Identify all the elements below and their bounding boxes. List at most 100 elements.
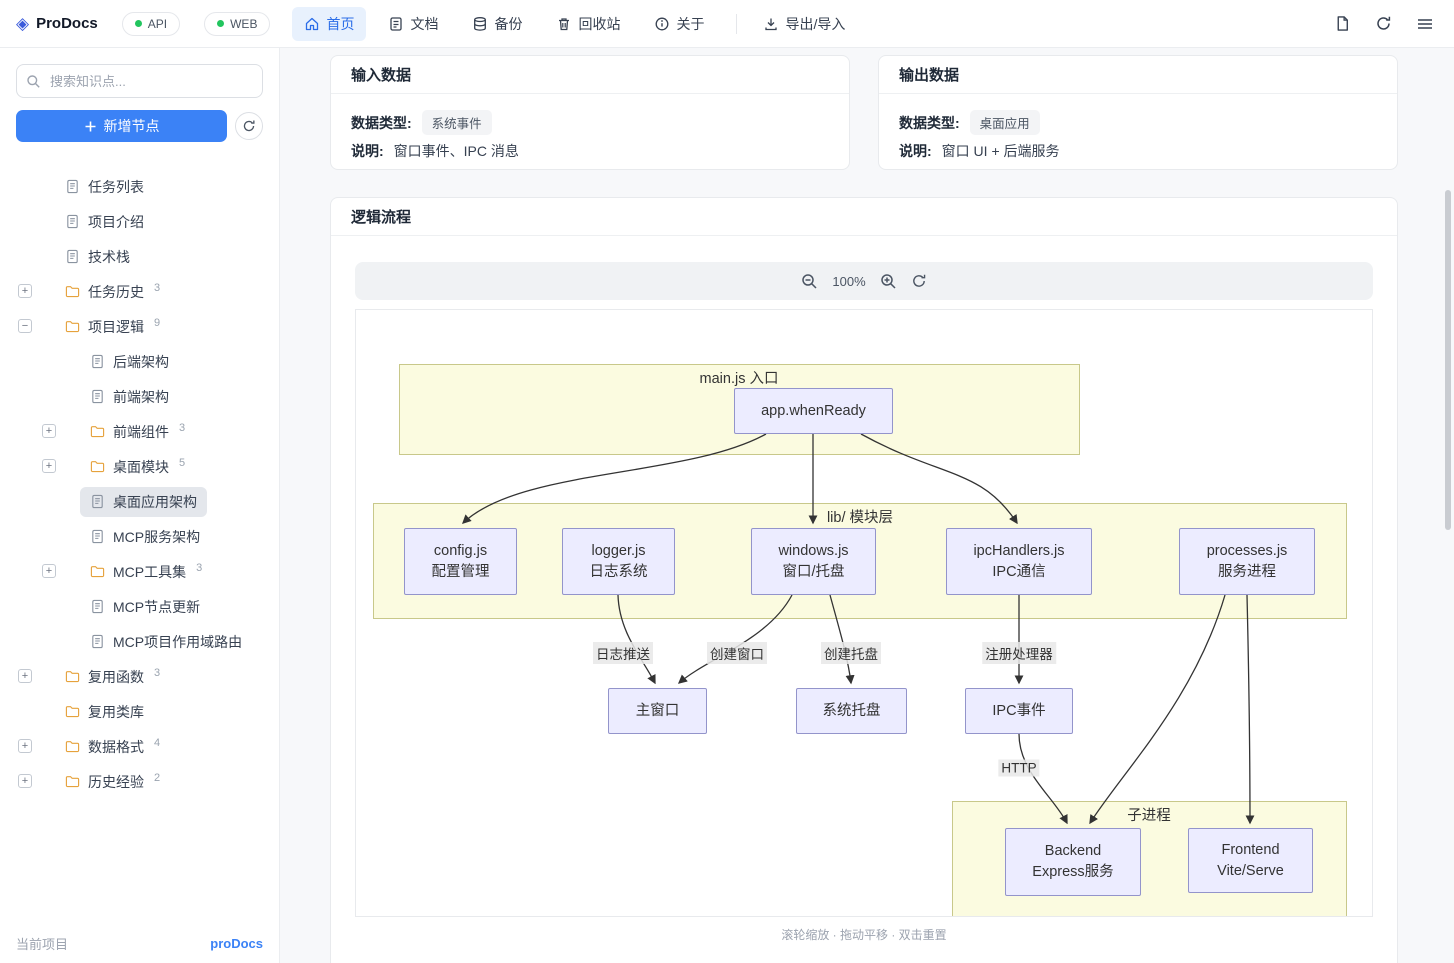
reset-view-button[interactable]: [911, 273, 927, 289]
nav-home[interactable]: 首页: [292, 7, 366, 41]
zoom-out-icon: [801, 273, 818, 290]
folder-icon: [65, 704, 80, 719]
nav-home-label: 首页: [326, 14, 354, 34]
doc-icon: [65, 249, 80, 264]
node-label: 主窗口: [636, 701, 680, 722]
folder-icon: [65, 739, 80, 754]
menu-button[interactable]: [1416, 16, 1434, 32]
nav-docs[interactable]: 文档: [376, 7, 450, 41]
tree-item-label: MCP节点更新: [113, 597, 200, 617]
tree-item-project-intro[interactable]: 项目介绍: [0, 204, 279, 239]
tree-item-mcp-toolset[interactable]: + MCP工具集3: [0, 554, 279, 589]
node-backend-express: Backend Express服务: [1005, 828, 1141, 896]
tree-item-frontend-arch[interactable]: 前端架构: [0, 379, 279, 414]
data-type-label: 数据类型:: [351, 113, 412, 133]
folder-icon: [90, 564, 105, 579]
node-windows-js: windows.js 窗口/托盘: [751, 528, 876, 595]
tree-item-task-list[interactable]: 任务列表: [0, 169, 279, 204]
tree-item-project-logic[interactable]: − 项目逻辑9: [0, 309, 279, 344]
edge-label-create-tray: 创建托盘: [821, 642, 881, 664]
zoom-in-icon: [880, 273, 897, 290]
tree-item-desktop-modules[interactable]: + 桌面模块5: [0, 449, 279, 484]
vertical-scrollbar[interactable]: [1445, 190, 1451, 530]
logo-diamond-icon: ◈: [16, 15, 29, 32]
zoom-level: 100%: [832, 274, 865, 289]
tree-item-task-history[interactable]: + 任务历史3: [0, 274, 279, 309]
sidebar-actions: 新增节点: [16, 110, 263, 142]
edge-label-register-handler: 注册处理器: [982, 642, 1056, 664]
group-label-child-process: 子进程: [1127, 804, 1171, 825]
collapse-toggle-icon[interactable]: −: [18, 319, 32, 333]
expand-toggle-icon[interactable]: +: [42, 564, 56, 578]
node-ipc-event: IPC事件: [965, 688, 1073, 734]
tree-item-backend-arch[interactable]: 后端架构: [0, 344, 279, 379]
export-import-button[interactable]: 导出/导入: [751, 7, 857, 41]
node-label: logger.js: [591, 541, 645, 562]
folder-icon: [65, 319, 80, 334]
nav-backup[interactable]: 备份: [460, 7, 534, 41]
app-title: ProDocs: [36, 15, 98, 32]
topbar-actions: [1334, 15, 1434, 32]
expand-toggle-icon[interactable]: +: [42, 424, 56, 438]
nav-recycle-bin[interactable]: 回收站: [544, 7, 632, 41]
description-value: 窗口事件、IPC 消息: [394, 141, 519, 161]
file-button[interactable]: [1334, 15, 1351, 32]
doc-icon: [90, 599, 105, 614]
refresh-button[interactable]: [1375, 15, 1392, 32]
expand-toggle-icon[interactable]: +: [18, 774, 32, 788]
node-label: app.whenReady: [761, 401, 866, 422]
child-count-badge: 9: [154, 317, 160, 329]
tree-item-mcp-node-update[interactable]: MCP节点更新: [0, 589, 279, 624]
tree-item-tech-stack[interactable]: 技术栈: [0, 239, 279, 274]
output-data-card: 输出数据 数据类型: 桌面应用 说明: 窗口 UI + 后端服务: [878, 55, 1398, 170]
node-processes-js: processes.js 服务进程: [1179, 528, 1315, 595]
knowledge-tree: 任务列表 项目介绍 技术栈 + 任务历史3 − 项目逻辑9 后端架构 前端架构 …: [0, 169, 279, 799]
zoom-out-button[interactable]: [801, 273, 818, 290]
logic-flow-card: 逻辑流程 100%: [330, 197, 1398, 963]
node-frontend-vite: Frontend Vite/Serve: [1188, 828, 1313, 893]
expand-toggle-icon[interactable]: +: [42, 459, 56, 473]
tree-item-mcp-service-arch[interactable]: MCP服务架构: [0, 519, 279, 554]
child-count-badge: 3: [154, 667, 160, 679]
project-name-link[interactable]: proDocs: [210, 936, 263, 951]
tree-item-label: 桌面模块: [113, 457, 169, 477]
tree-item-reusable-functions[interactable]: + 复用函数3: [0, 659, 279, 694]
search-input[interactable]: [16, 64, 263, 98]
expand-toggle-icon[interactable]: +: [18, 739, 32, 753]
sidebar: 新增节点 任务列表 项目介绍 技术栈 + 任务历史3 − 项目逻辑9 后端架构 …: [0, 48, 280, 963]
expand-toggle-icon[interactable]: +: [18, 669, 32, 683]
node-sublabel: 服务进程: [1218, 562, 1276, 583]
add-node-label: 新增节点: [104, 116, 160, 136]
data-cards-row: 输入数据 数据类型: 系统事件 说明: 窗口事件、IPC 消息 输出数据 数据类…: [330, 55, 1398, 170]
tree-item-reusable-libs[interactable]: 复用类库: [0, 694, 279, 729]
plus-icon: [84, 120, 97, 133]
data-type-badge: 桌面应用: [970, 110, 1040, 135]
edge-label-log-push: 日志推送: [593, 642, 653, 664]
tree-item-frontend-components[interactable]: + 前端组件3: [0, 414, 279, 449]
zoom-in-button[interactable]: [880, 273, 897, 290]
tree-refresh-button[interactable]: [235, 112, 263, 140]
description-value: 窗口 UI + 后端服务: [942, 141, 1060, 161]
tree-item-desktop-app-arch[interactable]: 桌面应用架构: [0, 484, 279, 519]
group-label-lib: lib/ 模块层: [827, 506, 893, 527]
doc-icon: [90, 354, 105, 369]
web-status-label: WEB: [230, 17, 257, 31]
child-count-badge: 2: [154, 772, 160, 784]
tree-item-history-experience[interactable]: + 历史经验2: [0, 764, 279, 799]
sidebar-footer: 当前项目 proDocs: [0, 923, 279, 963]
search-box: [16, 64, 263, 98]
refresh-icon: [242, 119, 256, 133]
tree-item-mcp-scope-routing[interactable]: MCP项目作用域路由: [0, 624, 279, 659]
node-system-tray: 系统托盘: [796, 688, 907, 734]
current-project-label: 当前项目: [16, 934, 68, 953]
nav-backup-label: 备份: [494, 14, 522, 34]
tree-item-data-formats[interactable]: + 数据格式4: [0, 729, 279, 764]
node-label: 系统托盘: [823, 701, 881, 722]
main-content: 输入数据 数据类型: 系统事件 说明: 窗口事件、IPC 消息 输出数据 数据类…: [280, 48, 1454, 963]
expand-toggle-icon[interactable]: +: [18, 284, 32, 298]
flow-hint-text: 滚轮缩放 · 拖动平移 · 双击重置: [355, 917, 1373, 952]
add-node-button[interactable]: 新增节点: [16, 110, 227, 142]
doc-icon: [90, 634, 105, 649]
nav-about[interactable]: 关于: [642, 7, 716, 41]
flowchart-canvas[interactable]: main.js 入口 lib/ 模块层 子进程 app.whenReady co…: [355, 309, 1373, 917]
